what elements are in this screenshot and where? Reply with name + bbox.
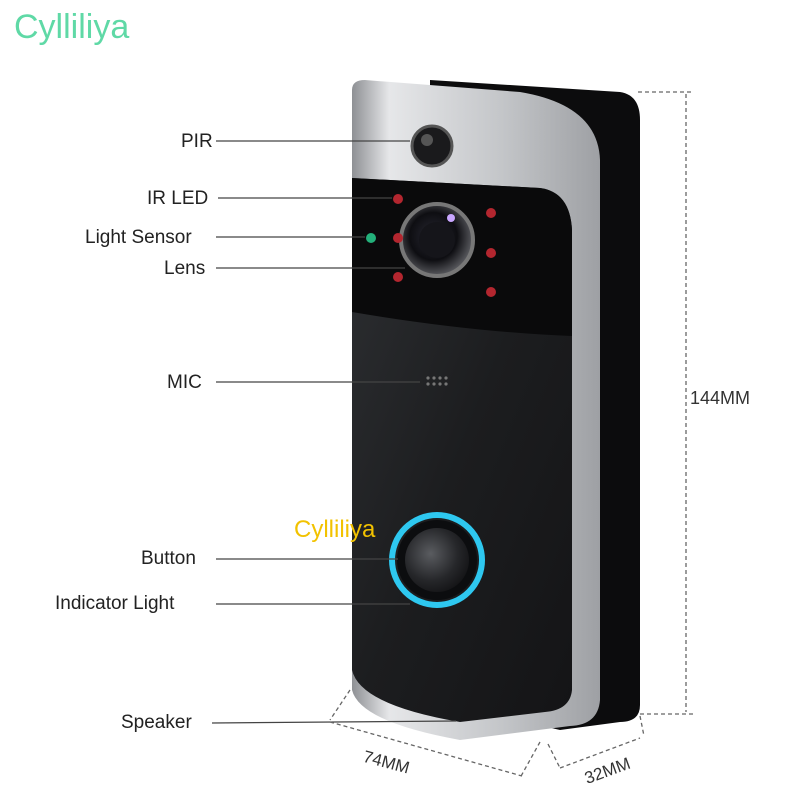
ir-led-icons <box>393 194 496 297</box>
doorbell-button-icon <box>405 528 469 592</box>
label-lens: Lens <box>164 258 206 279</box>
label-ir-led: IR LED <box>147 188 209 209</box>
indicator-light-ring-icon <box>389 512 485 608</box>
label-indicator-light: Indicator Light <box>55 593 175 614</box>
label-mic: MIC <box>167 372 202 393</box>
label-speaker: Speaker <box>121 712 192 733</box>
pir-sensor-icon <box>410 124 454 168</box>
dimension-lines <box>329 91 694 779</box>
label-button: Button <box>141 548 196 569</box>
watermark-brand-center: Cylliliya <box>294 516 376 543</box>
label-pir: PIR <box>181 131 213 152</box>
light-sensor-icon <box>366 233 376 243</box>
leader-lines <box>211 140 457 724</box>
watermark-brand: Cylliliya <box>14 8 130 46</box>
dimension-height: 144MM <box>690 388 751 408</box>
label-light-sensor: Light Sensor <box>85 227 192 248</box>
mic-icon <box>426 376 448 386</box>
